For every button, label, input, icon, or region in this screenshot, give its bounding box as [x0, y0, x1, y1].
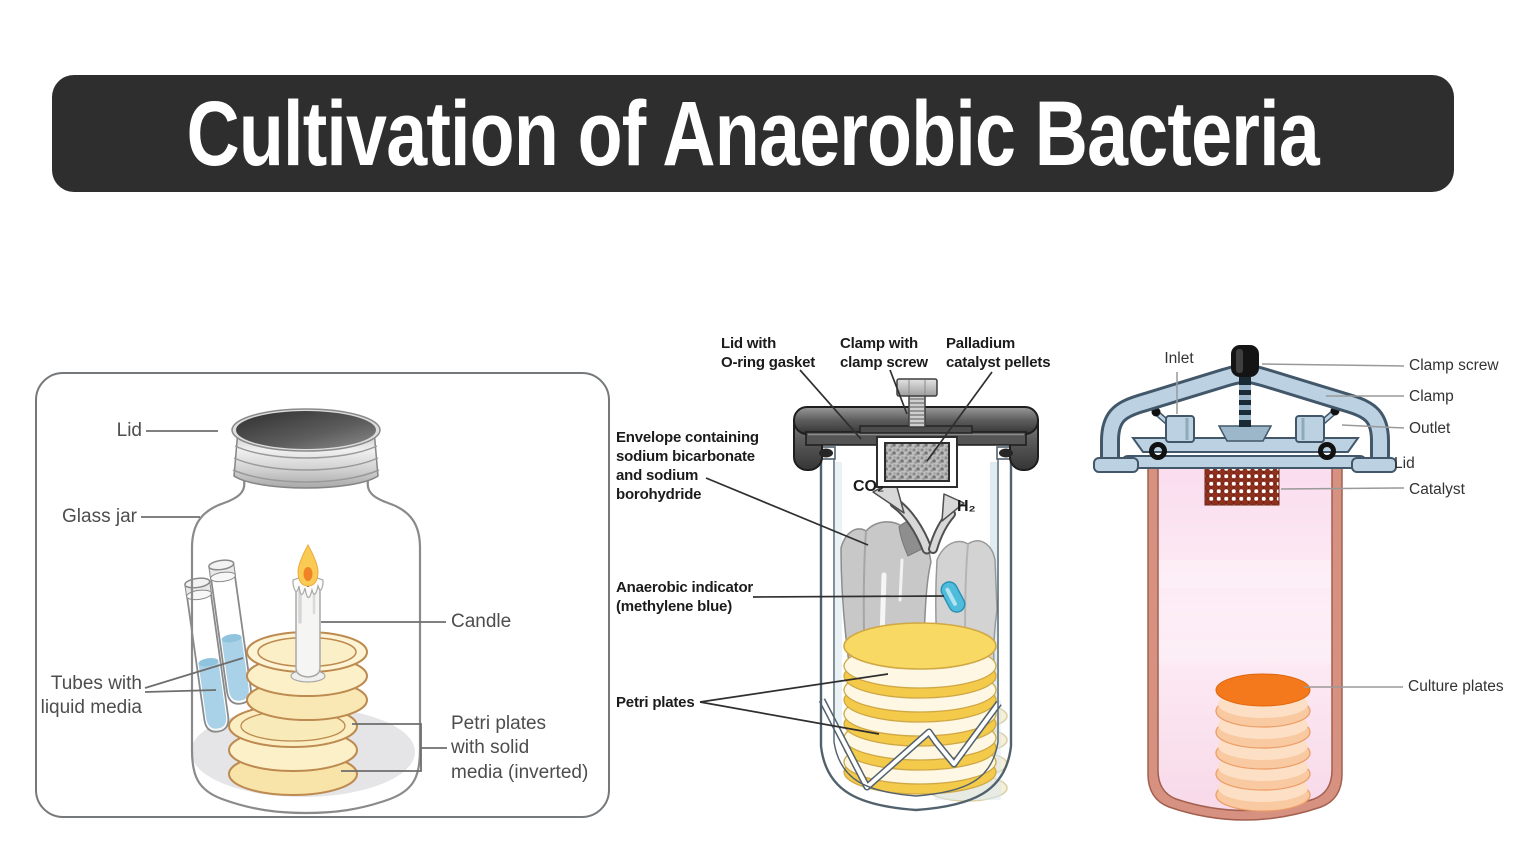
anaerobic-indicator-capsule: [940, 581, 966, 613]
label-lid: Lid: [116, 420, 142, 441]
test-tube-back: [208, 559, 252, 705]
petri-plate-stack-upper: [246, 631, 368, 721]
petri-plate-stack: [843, 622, 997, 795]
leader-lines-mcintosh-jar: [1176, 363, 1405, 688]
palladium-catalyst-basket: [876, 436, 958, 488]
leader-lines-candle-jar: [141, 430, 447, 772]
label-envelope: Envelope containing sodium bicarbonate a…: [616, 429, 759, 504]
jar-lid-plate: [1121, 437, 1367, 469]
o-ring-gasket-left: [819, 448, 833, 458]
title-banner: Cultivation of Anaerobic Bacteria: [52, 75, 1454, 192]
label-catalyst: Catalyst: [1409, 481, 1465, 498]
o-ring-gasket-right: [999, 448, 1013, 458]
gaspak-jar-illustration: [793, 378, 1039, 812]
label-tubes: Tubes with liquid media: [40, 673, 142, 719]
label-anaerobic-indicator: Anaerobic indicator (methylene blue): [616, 579, 754, 616]
label-co2-gas: CO₂: [853, 478, 885, 495]
candle-flame: [297, 543, 319, 587]
page-title: Cultivation of Anaerobic Bacteria: [186, 82, 1320, 185]
clamp-screw: [1231, 345, 1259, 427]
candle: [290, 543, 326, 683]
label-petri-plates-solid: Petri plates with solid media (inverted): [451, 713, 589, 783]
label-lid-right: Lid: [1394, 455, 1415, 472]
label-clamp: Clamp: [1409, 388, 1454, 405]
inlet-port: [1151, 407, 1195, 443]
glass-jar-outline: [190, 480, 422, 815]
label-petri-plates: Petri plates: [616, 694, 695, 711]
o-ring-left: [1149, 442, 1167, 460]
outlet-port: [1295, 406, 1340, 443]
mcintosh-jar-illustration: [1093, 345, 1397, 821]
culture-plate-stack: [1215, 673, 1311, 812]
label-glass-jar: Glass jar: [62, 506, 137, 527]
candle-jar-illustration: [184, 408, 422, 815]
test-tube-front: [184, 577, 230, 733]
leader-lines-gaspak-jar: [699, 369, 993, 735]
label-clamp-with-screw: Clamp with clamp screw: [840, 335, 928, 372]
label-palladium-pellets: Palladium catalyst pellets: [946, 335, 1051, 372]
clamp-screw: [896, 378, 938, 428]
label-inlet: Inlet: [1164, 350, 1194, 367]
jar-cutaway-edge: [818, 698, 1002, 791]
o-ring-right: [1318, 442, 1336, 460]
label-clamp-screw: Clamp screw: [1409, 357, 1499, 374]
catalyst-mesh: [1204, 464, 1280, 506]
gas-arrows: [872, 479, 965, 555]
label-h2-gas: H₂: [957, 498, 976, 515]
label-lid-oring: Lid with O-ring gasket: [721, 335, 816, 372]
label-outlet: Outlet: [1409, 420, 1451, 437]
label-candle: Candle: [451, 611, 512, 632]
jar-lid: [231, 408, 381, 489]
label-culture-plates: Culture plates: [1408, 678, 1504, 695]
candle-jar-panel-border: [35, 372, 610, 818]
